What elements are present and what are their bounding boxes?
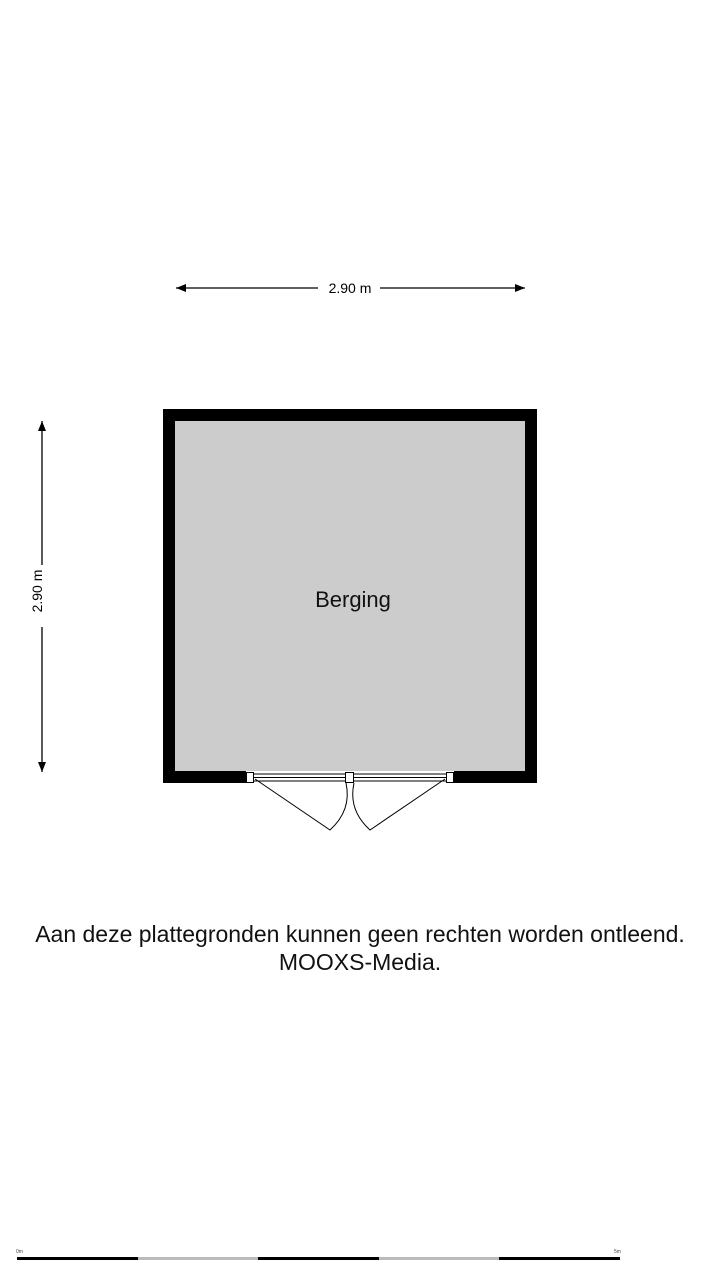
door-leaf-left [254,778,348,831]
door-leaf-right [352,778,446,831]
disclaimer-text: Aan deze plattegronden kunnen geen recht… [35,921,685,947]
height-dimension: 2.90 m [29,421,46,772]
wall-left [163,409,175,783]
company-name: MOOXS-Media. [278,949,442,975]
room-label: Berging [315,587,391,612]
scale-end-label: 5m [614,1249,621,1255]
room-floor [175,421,525,771]
wall-top [163,409,537,421]
wall-right [525,409,537,783]
room-berging: Berging [163,409,537,783]
scale-start-label: 0m [16,1249,23,1255]
wall-bottom-right [454,771,537,783]
width-dimension: 2.90 m [176,280,525,296]
height-label: 2.90 m [29,570,45,613]
scale-bar: 0m 5m [16,1249,621,1260]
width-label: 2.90 m [329,280,372,296]
wall-bottom-left [163,771,246,783]
double-door [246,772,454,831]
